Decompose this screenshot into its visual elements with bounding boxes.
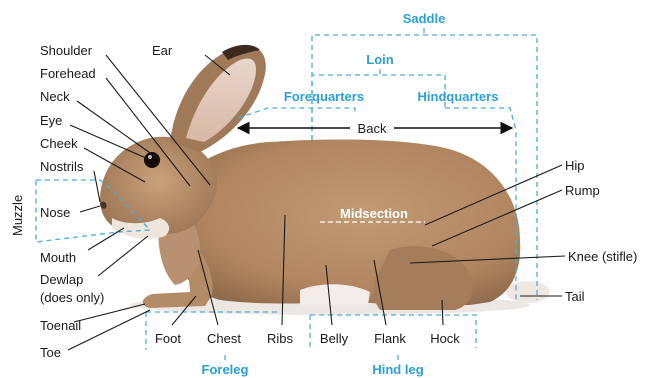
label-flank: Flank bbox=[374, 331, 406, 346]
label-toe: Toe bbox=[40, 345, 61, 360]
label-belly: Belly bbox=[320, 331, 349, 346]
label-dewlap: Dewlap bbox=[40, 272, 83, 287]
label-dewlap-note: (does only) bbox=[40, 290, 104, 305]
eye-highlight bbox=[148, 155, 152, 159]
region-forequarters: Forequarters bbox=[284, 89, 364, 104]
nostrils-leader bbox=[94, 171, 100, 202]
label-hock: Hock bbox=[430, 331, 460, 346]
label-back: Back bbox=[358, 121, 387, 136]
label-nostrils: Nostrils bbox=[40, 159, 84, 174]
region-hind-leg: Hind leg bbox=[372, 362, 423, 377]
label-ribs: Ribs bbox=[267, 331, 294, 346]
toenail-leader bbox=[74, 304, 145, 322]
label-tail: Tail bbox=[565, 289, 585, 304]
dewlap-leader bbox=[98, 236, 148, 276]
label-nose: Nose bbox=[40, 205, 70, 220]
label-eye: Eye bbox=[40, 113, 62, 128]
region-saddle: Saddle bbox=[403, 11, 446, 26]
label-foot: Foot bbox=[155, 331, 181, 346]
label-shoulder: Shoulder bbox=[40, 43, 93, 58]
nose-leader bbox=[80, 206, 100, 212]
region-foreleg: Foreleg bbox=[202, 362, 249, 377]
label-rump: Rump bbox=[565, 183, 600, 198]
label-ear: Ear bbox=[152, 43, 173, 58]
label-toenail: Toenail bbox=[40, 318, 81, 333]
region-hindquarters: Hindquarters bbox=[418, 89, 499, 104]
region-muzzle: Muzzle bbox=[10, 195, 25, 236]
label-neck: Neck bbox=[40, 89, 70, 104]
forequarters-bracket bbox=[238, 108, 355, 118]
mouth-leader bbox=[88, 228, 124, 250]
region-midsection: Midsection bbox=[340, 206, 408, 221]
label-mouth: Mouth bbox=[40, 250, 76, 265]
region-loin: Loin bbox=[366, 52, 393, 67]
tail-shape bbox=[506, 281, 550, 303]
label-chest: Chest bbox=[207, 331, 241, 346]
label-cheek: Cheek bbox=[40, 136, 78, 151]
rabbit-illustration bbox=[100, 45, 550, 315]
label-hip: Hip bbox=[565, 158, 585, 173]
label-forehead: Forehead bbox=[40, 66, 96, 81]
label-knee: Knee (stifle) bbox=[568, 249, 637, 264]
